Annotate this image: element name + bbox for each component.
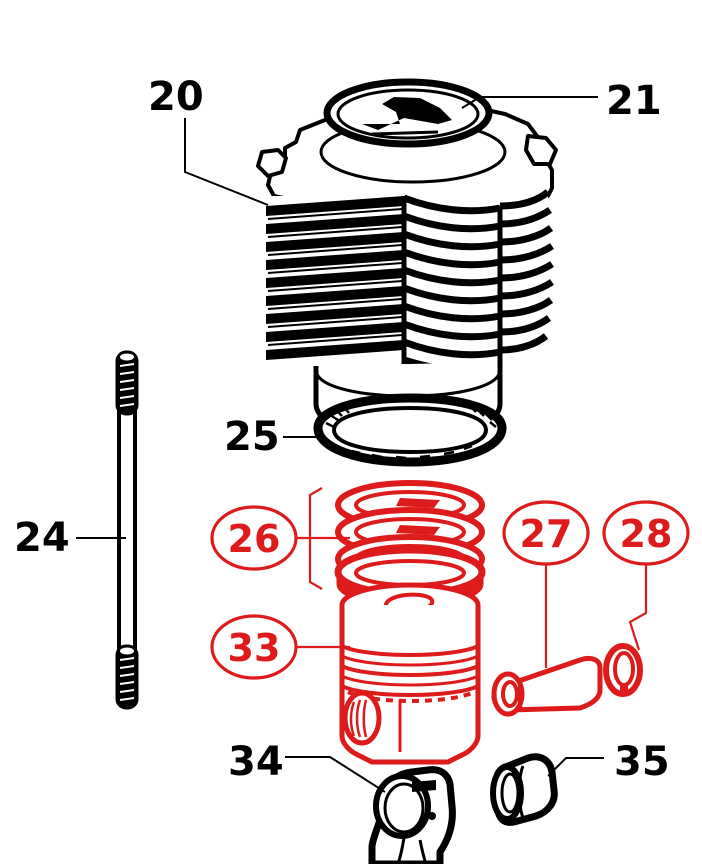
callout-label-28: 28 — [620, 512, 673, 556]
leader-28 — [628, 564, 648, 651]
stud-bolt-top-face — [120, 353, 134, 361]
stud-bolt-thread-bottom-marks — [119, 657, 135, 701]
callout-label-25[interactable]: 25 — [224, 414, 280, 460]
wrist-pin-end-bore — [501, 680, 519, 708]
stud-bolt-thread-top-marks — [119, 363, 135, 407]
leader-lines — [76, 96, 648, 793]
cylinder-stud-lug-right — [524, 134, 558, 166]
con-rod-shank-right-edge — [418, 839, 428, 864]
con-rod-top-oil-slot — [412, 780, 436, 792]
part-cylinder-stud-bolt[interactable] — [115, 350, 139, 710]
callout-label-33: 33 — [228, 626, 281, 670]
cylinder-cooling-fins — [266, 189, 554, 375]
leader-35 — [547, 757, 604, 777]
bushing-shading — [517, 765, 526, 821]
con-rod-pin-bore-inner — [383, 782, 425, 834]
bushing-end-bore — [500, 772, 520, 814]
part-cylinder-base-gasket[interactable] — [313, 393, 507, 467]
callout-badge-27[interactable]: 27 — [502, 500, 590, 566]
callout-labels: 20 21 24 25 26 27 28 33 34 35 — [14, 74, 690, 785]
callout-badge-28[interactable]: 28 — [602, 500, 690, 566]
piston-oil-drain-holes — [347, 690, 475, 703]
part-wrist-pin-circlip[interactable] — [603, 643, 643, 697]
piston-ring-grooves — [341, 644, 479, 697]
callout-label-20[interactable]: 20 — [148, 74, 204, 120]
wrist-pin-shading — [517, 677, 524, 711]
leader-20 — [184, 118, 269, 206]
part-piston-wrist-pin[interactable] — [491, 655, 603, 717]
gasket-texture — [325, 405, 497, 460]
callout-badge-26[interactable]: 26 — [210, 505, 298, 571]
callout-label-34[interactable]: 34 — [228, 739, 284, 785]
cylinder-stud-lug-left — [256, 148, 288, 178]
cylinder-bore-chamber-mark — [362, 97, 452, 130]
callout-label-35[interactable]: 35 — [614, 739, 670, 785]
part-connecting-rod-small-end[interactable] — [368, 766, 456, 864]
callout-oval-26 — [210, 505, 298, 571]
callout-oval-27 — [502, 500, 590, 566]
circlip-gap-tab — [620, 684, 628, 692]
callout-label-24[interactable]: 24 — [14, 515, 70, 561]
part-cylinder-barrel[interactable] — [256, 78, 558, 439]
piston-pin-boss-shading — [349, 699, 368, 738]
gasket-inner-ring — [331, 405, 489, 455]
part-piston-ring-set[interactable] — [334, 480, 486, 608]
stud-bolt-bottom-face — [120, 647, 134, 655]
callout-oval-28 — [602, 500, 690, 566]
leader-21 — [461, 96, 598, 109]
con-rod-oil-hole — [428, 812, 436, 820]
leader-34 — [285, 756, 386, 793]
callout-badge-33[interactable]: 33 — [210, 614, 298, 680]
circlip-inner — [613, 651, 635, 687]
part-piston[interactable] — [339, 582, 481, 765]
bracket-26 — [308, 487, 323, 590]
part-connecting-rod-bushing[interactable] — [490, 753, 558, 826]
callout-oval-33 — [210, 614, 298, 680]
cylinder-bore-chamber-line — [371, 130, 439, 136]
callout-label-26: 26 — [228, 517, 281, 561]
callout-label-27: 27 — [520, 512, 573, 556]
con-rod-shank-left-edge — [396, 837, 406, 864]
callout-label-21[interactable]: 21 — [606, 78, 662, 124]
